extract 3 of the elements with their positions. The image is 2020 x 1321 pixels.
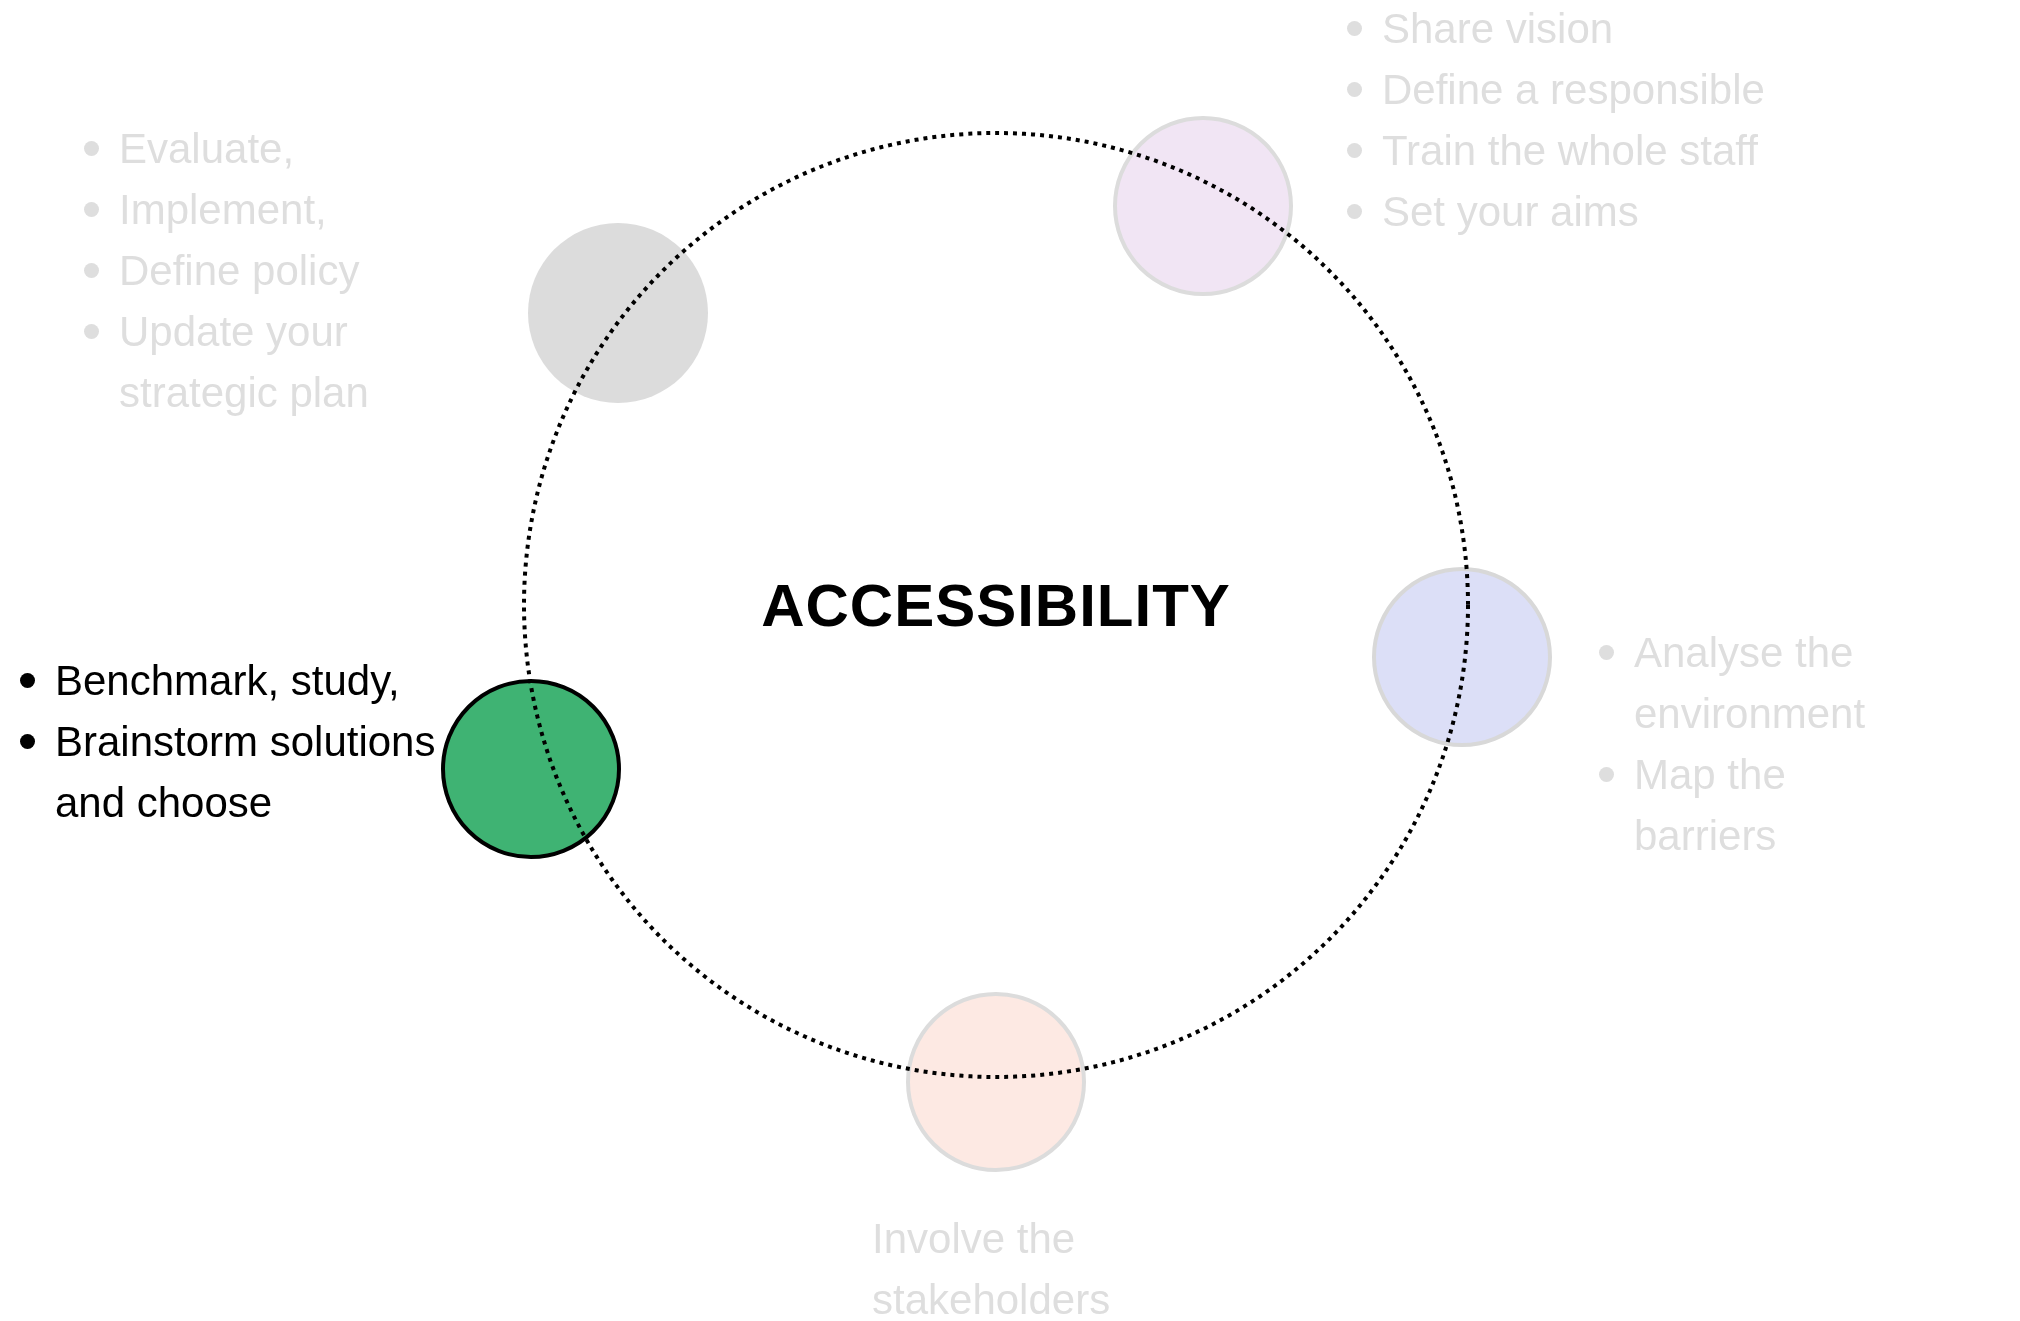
bullet-text: Benchmark, study,: [55, 656, 400, 706]
center-title: ACCESSIBILITY: [761, 570, 1231, 640]
bullet-text: Brainstorm solutions and choose: [55, 717, 437, 828]
